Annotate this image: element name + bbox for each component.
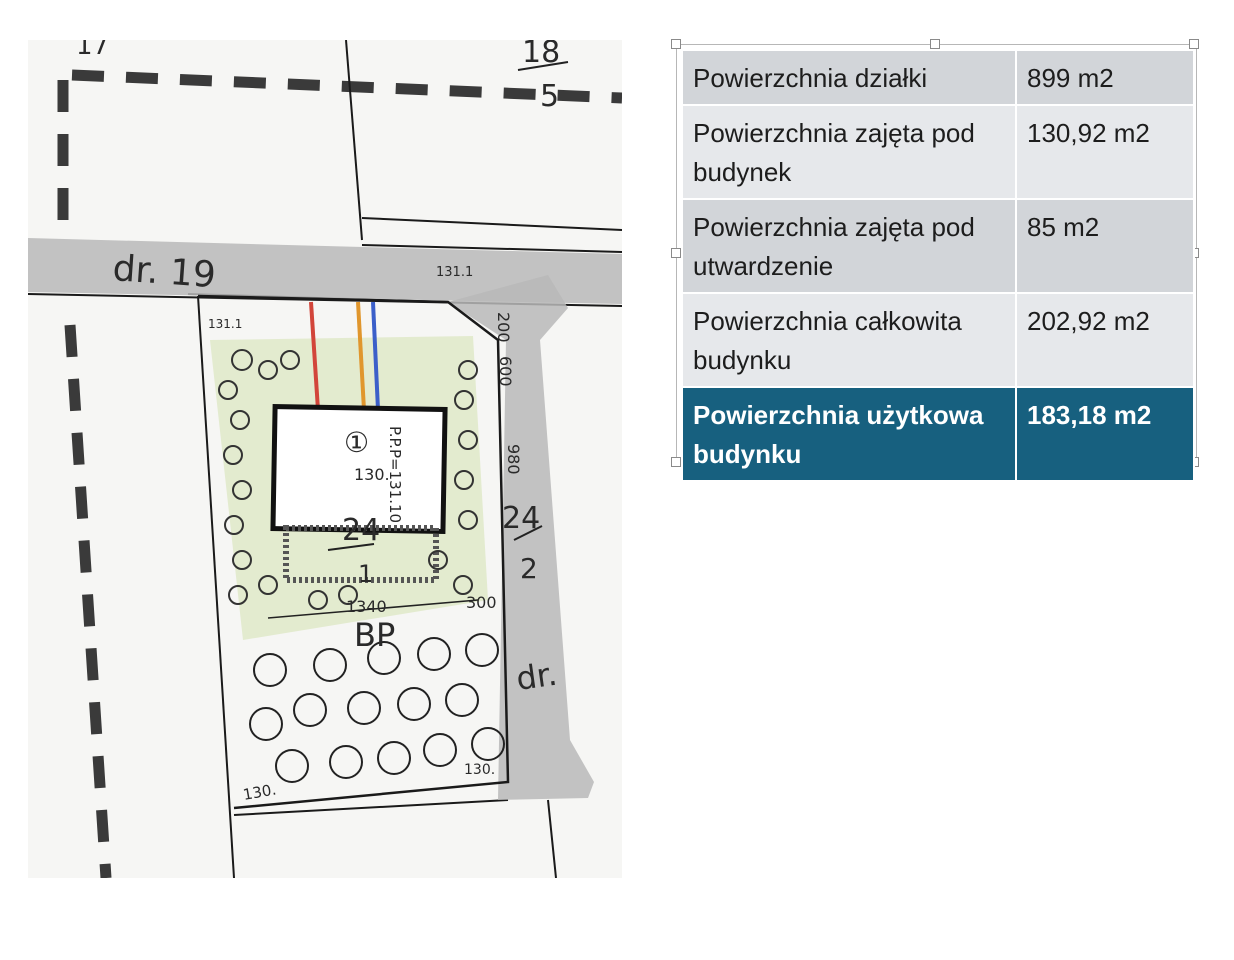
label-floor-level: P.P.P=131.10: [386, 426, 404, 523]
row-label-paved-area[interactable]: Powierzchnia zajęta pod utwardzenie: [681, 198, 1017, 294]
table-row-highlight[interactable]: Powierzchnia użytkowa budynku 183,18 m2: [681, 386, 1195, 482]
table-row[interactable]: Powierzchnia zajęta pod budynek 130,92 m…: [681, 104, 1195, 200]
label-elev-sw: 130.: [242, 780, 278, 804]
label-dim-1340: 1340: [346, 597, 387, 616]
label-elev-road: 131.1: [436, 265, 473, 280]
table-row[interactable]: Powierzchnia zajęta pod utwardzenie 85 m…: [681, 198, 1195, 294]
resize-handle-bottom-left[interactable]: [671, 457, 681, 467]
row-value-usable-area[interactable]: 183,18 m2: [1015, 386, 1195, 482]
row-value-total-area[interactable]: 202,92 m2: [1015, 292, 1195, 388]
label-building-number: ①: [344, 426, 369, 459]
site-plan-image: 17 18 5 dr. 19 131.1 131.1 200 600 980 ①…: [28, 40, 622, 878]
label-plot-24-num: 24: [342, 513, 380, 548]
label-building-elev: 130.: [354, 465, 390, 484]
plot-outline: [197, 294, 510, 810]
row-value-plot-area[interactable]: 899 m2: [1015, 49, 1195, 106]
label-elev-se: 130.: [464, 762, 495, 778]
row-value-building-footprint[interactable]: 130,92 m2: [1015, 104, 1195, 200]
label-dim-200: 200: [494, 312, 513, 343]
plot-boundary-dashed: [57, 69, 622, 878]
tree-symbols: [249, 633, 505, 783]
label-dim-980: 980: [504, 444, 523, 475]
site-plan-drawing: 17 18 5 dr. 19 131.1 131.1 200 600 980 ①…: [28, 40, 622, 878]
resize-handle-top-left[interactable]: [671, 39, 681, 49]
dimension-line-width: [267, 599, 479, 619]
row-label-total-area[interactable]: Powierzchnia całkowita budynku: [681, 292, 1017, 388]
utility-line-blue: [371, 301, 380, 411]
label-plot-18-den: 5: [540, 79, 559, 114]
resize-handle-left[interactable]: [671, 248, 681, 258]
label-elev-nw: 131.1: [208, 317, 242, 331]
label-plot-24-den: 1: [358, 560, 373, 588]
row-label-building-footprint[interactable]: Powierzchnia zajęta pod budynek: [681, 104, 1017, 200]
label-dim-300: 300: [466, 593, 497, 612]
label-road-north: dr. 19: [111, 248, 217, 296]
row-value-paved-area[interactable]: 85 m2: [1015, 198, 1195, 294]
label-plot-24-2-den: 2: [520, 552, 538, 585]
resize-handle-top[interactable]: [930, 39, 940, 49]
label-zone-bp: BP: [354, 616, 395, 654]
table-row[interactable]: Powierzchnia całkowita budynku 202,92 m2: [681, 292, 1195, 388]
utility-line-orange: [356, 301, 366, 411]
row-label-usable-area[interactable]: Powierzchnia użytkowa budynku: [681, 386, 1017, 482]
label-road-east: dr.: [514, 655, 560, 698]
resize-handle-top-right[interactable]: [1189, 39, 1199, 49]
driveway-paving: [283, 525, 439, 583]
row-label-plot-area[interactable]: Powierzchnia działki: [681, 49, 1017, 106]
label-dim-600: 600: [496, 356, 515, 387]
table-row[interactable]: Powierzchnia działki 899 m2: [681, 49, 1195, 106]
utility-line-red: [309, 301, 320, 411]
road-north: [28, 238, 622, 304]
building-footprint: [270, 404, 448, 535]
shrub-symbols: [218, 349, 478, 610]
area-table[interactable]: Powierzchnia działki 899 m2 Powierzchnia…: [681, 49, 1195, 482]
label-plot-17: 17: [76, 40, 109, 61]
